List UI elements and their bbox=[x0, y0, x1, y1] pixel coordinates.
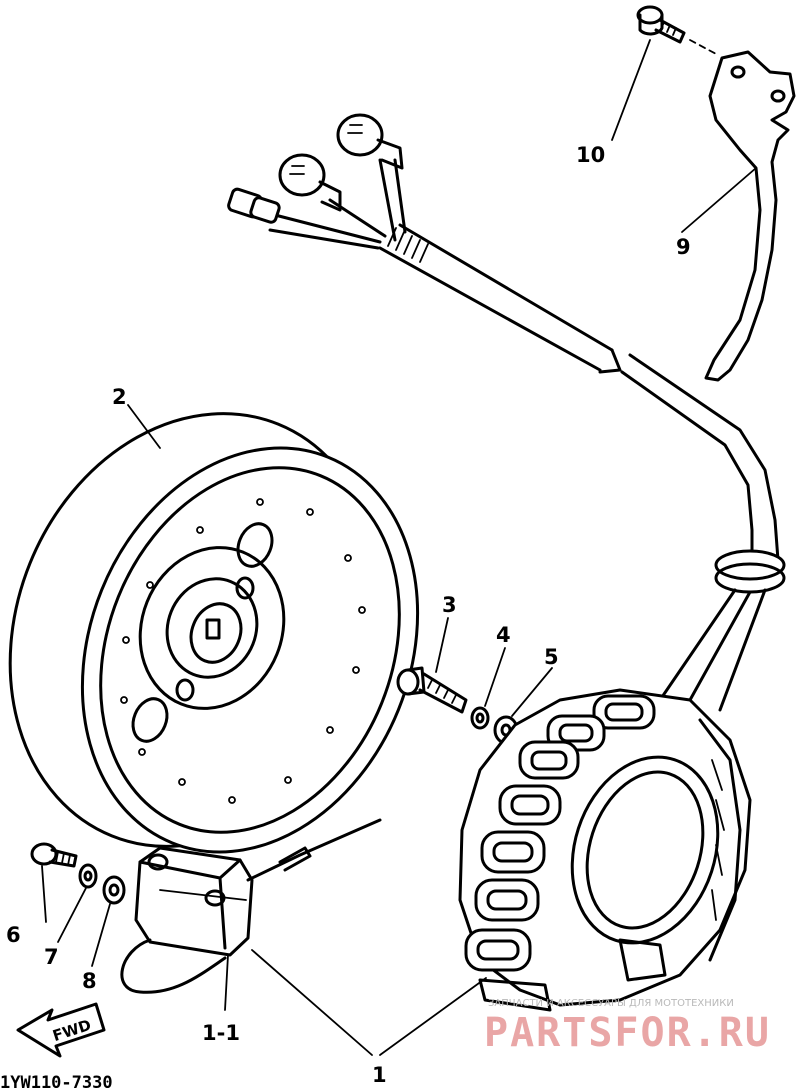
stator-assembly-1 bbox=[458, 688, 752, 1012]
label-part-5: 5 bbox=[544, 645, 559, 669]
drawing-code: 1YW110-7330 bbox=[0, 1073, 113, 1091]
bolt-10 bbox=[636, 5, 686, 44]
label-part-1-1: 1-1 bbox=[202, 1021, 240, 1045]
bolt-3 bbox=[396, 666, 468, 714]
label-part-10: 10 bbox=[576, 143, 605, 167]
leader-lines bbox=[41, 39, 757, 1056]
bracket-9 bbox=[704, 50, 796, 382]
watermark: ЗАПЧАСТИ И АКСЕССУАРЫ ДЛЯ МОТОТЕХНИКИ PA… bbox=[484, 998, 771, 1056]
label-part-4: 4 bbox=[496, 623, 511, 647]
label-part-3: 3 bbox=[442, 593, 457, 617]
watermark-brand: PARTSFOR.RU bbox=[484, 1010, 771, 1056]
rotor-2 bbox=[8, 412, 420, 854]
washer-7 bbox=[78, 863, 98, 889]
screw-6 bbox=[30, 842, 78, 868]
label-part-8: 8 bbox=[82, 969, 97, 993]
label-part-7: 7 bbox=[44, 945, 59, 969]
watermark-tagline: ЗАПЧАСТИ И АКСЕССУАРЫ ДЛЯ МОТОТЕХНИКИ bbox=[488, 998, 734, 1009]
label-part-2: 2 bbox=[112, 385, 127, 409]
label-part-9: 9 bbox=[676, 235, 691, 259]
pickup-coil-1-1 bbox=[120, 818, 382, 994]
lock-washer-4 bbox=[470, 706, 490, 730]
washer-8 bbox=[102, 875, 126, 905]
label-part-1: 1 bbox=[372, 1063, 387, 1087]
fwd-arrow: FWD bbox=[16, 1002, 106, 1058]
label-part-6: 6 bbox=[6, 923, 21, 947]
wire-harness bbox=[227, 113, 786, 712]
